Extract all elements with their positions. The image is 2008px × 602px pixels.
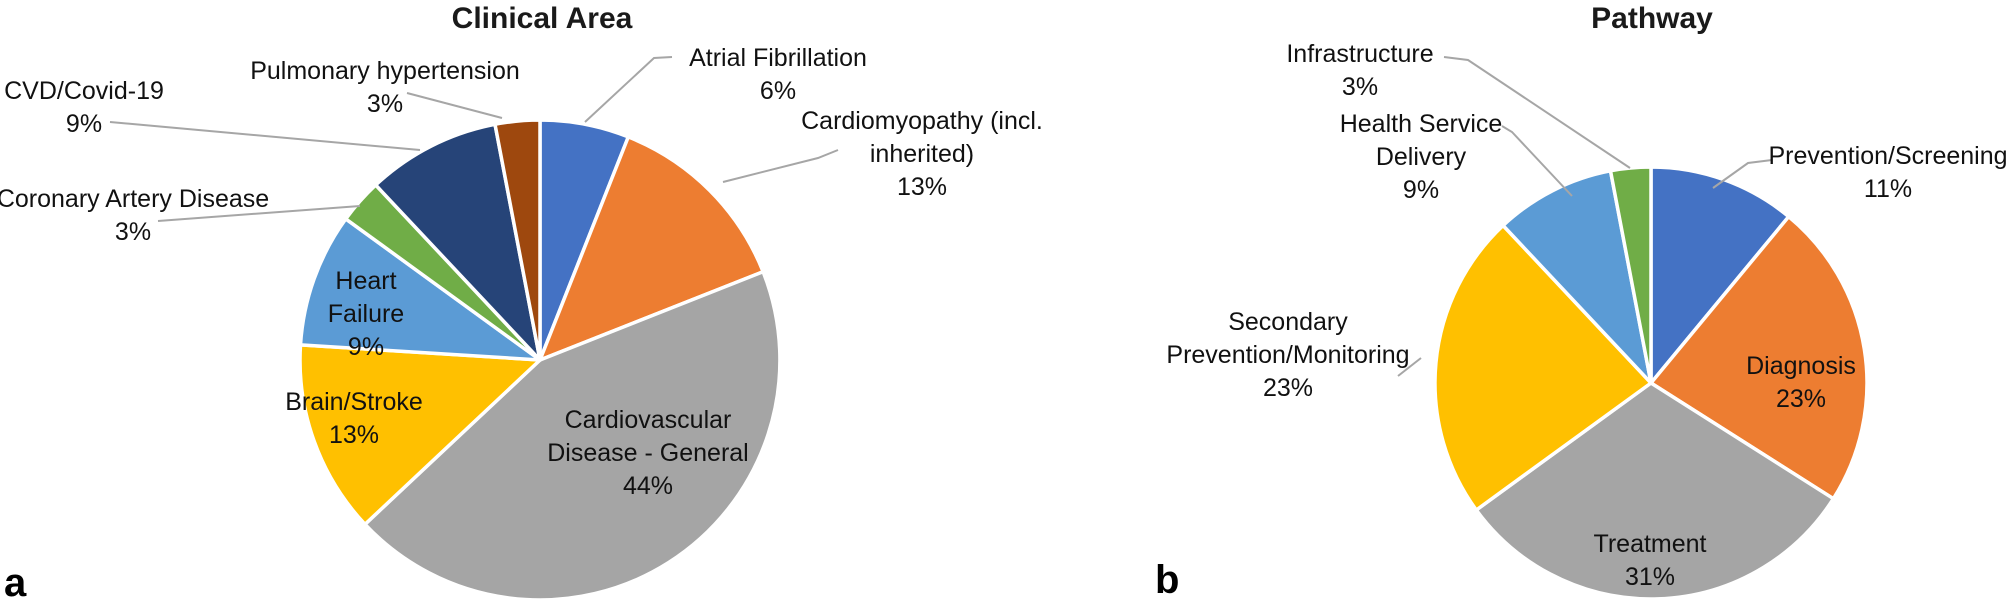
slice-label-secondary-prevention-monitoring: Secondary Prevention/Monitoring 23% <box>1166 308 1410 402</box>
leader-line <box>1397 357 1422 377</box>
chart-title-pathway: Pathway <box>1591 2 1713 35</box>
leader-line <box>722 149 839 183</box>
pie-slice-treatment <box>1474 381 1836 601</box>
slice-label-heart-failure: Heart Failure 9% <box>327 267 405 361</box>
slice-label-cvd-covid-19: CVD/Covid-19 9% <box>4 77 164 138</box>
slice-label-cardiomyopathy-incl-inherited: Cardiomyopathy (incl. inherited) 13% <box>801 107 1043 201</box>
leader-line <box>406 92 503 119</box>
slice-label-diagnosis: Diagnosis 23% <box>1746 352 1856 413</box>
slice-label-health-service-delivery: Health Service Delivery 9% <box>1339 110 1503 204</box>
pie-slice-pulmonary-hypertension <box>493 118 542 362</box>
slice-label-coronary-artery-disease: Coronary Artery Disease 3% <box>0 185 270 246</box>
pie-slice-diagnosis <box>1649 214 1869 501</box>
leader-line <box>1443 56 1631 169</box>
pie-slice-cardiomyopathy-incl-inherited <box>538 135 765 362</box>
leader-line <box>584 56 673 123</box>
pie-slice-health-service-delivery <box>1501 169 1653 385</box>
slice-label-treatment: Treatment 31% <box>1593 530 1707 591</box>
pie-slice-heart-failure <box>298 217 542 362</box>
pie-slice-cvd-covid-19 <box>373 122 542 362</box>
leader-line <box>1501 125 1573 197</box>
slice-label-atrial-fibrillation: Atrial Fibrillation 6% <box>689 44 867 105</box>
slice-label-infrastructure: Infrastructure 3% <box>1286 40 1434 101</box>
pie-slice-infrastructure <box>1608 165 1653 385</box>
panel-letter-b: b <box>1155 558 1180 602</box>
pie-slice-cardiovascular-disease-general <box>363 269 782 602</box>
leader-line <box>157 205 361 222</box>
leader-line <box>109 121 421 151</box>
slice-label-prevention-screening: Prevention/Screening 11% <box>1768 142 2008 203</box>
chart-title-clinical-area: Clinical Area <box>451 2 633 35</box>
slice-label-cardiovascular-disease-general: Cardiovascular Disease - General 44% <box>547 406 749 500</box>
slice-label-brain-stroke: Brain/Stroke 13% <box>285 388 423 449</box>
pie-slice-brain-stroke <box>298 343 542 527</box>
panel-letter-a: a <box>4 561 27 602</box>
pie-slice-secondary-prevention-monitoring <box>1433 223 1653 512</box>
leader-line <box>1712 159 1773 189</box>
slice-label-pulmonary-hypertension: Pulmonary hypertension 3% <box>250 57 520 118</box>
